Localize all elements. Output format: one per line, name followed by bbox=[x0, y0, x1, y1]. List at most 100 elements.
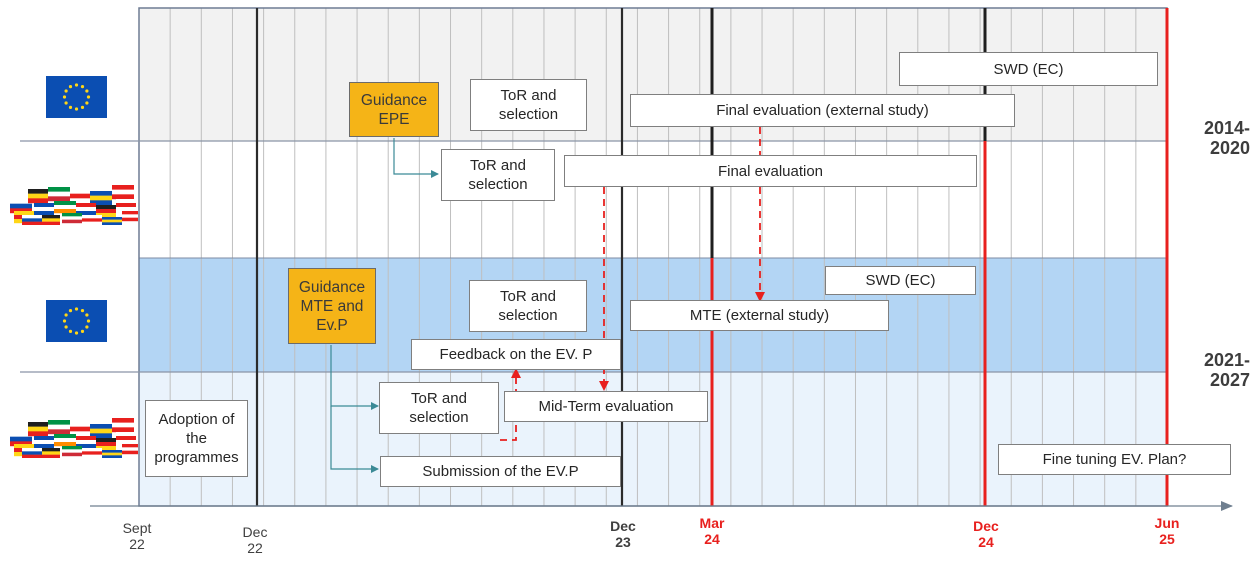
eu-flag-icon bbox=[46, 76, 107, 118]
x-label-line: Dec bbox=[973, 518, 999, 534]
eu-star bbox=[68, 105, 73, 109]
eu-star bbox=[74, 83, 79, 87]
flag-stripe bbox=[54, 205, 76, 210]
x-label-line: 25 bbox=[1159, 531, 1175, 547]
flag-stripe bbox=[122, 447, 138, 451]
flag-stripe bbox=[116, 199, 136, 204]
flag-stripe bbox=[54, 434, 76, 439]
tor-selection-ec-2014-box: ToR and selection bbox=[470, 79, 587, 131]
member-states-flags-icon bbox=[10, 181, 138, 226]
flag-stripe bbox=[96, 205, 116, 210]
flag-stripe bbox=[90, 424, 112, 429]
eu-star bbox=[86, 95, 91, 99]
tor-selection-ms-2014-box: ToR and selection bbox=[441, 149, 555, 201]
final-evaluation-external-box: Final evaluation (external study) bbox=[630, 94, 1015, 127]
x-label-line: Sept bbox=[122, 520, 152, 536]
flag-stripe bbox=[34, 444, 54, 449]
x-label-line: Mar bbox=[699, 515, 725, 531]
flag-stripe bbox=[102, 222, 122, 226]
eu-star bbox=[64, 89, 68, 93]
feedback-evp-box: Feedback on the EV. P bbox=[411, 339, 621, 370]
flag-stripe bbox=[102, 455, 122, 459]
member-states-flags-graphic bbox=[10, 418, 138, 459]
member-states-flags-icon bbox=[10, 414, 138, 459]
flag-stripe bbox=[82, 454, 102, 459]
flag-stripe bbox=[28, 431, 48, 437]
flag-stripe bbox=[112, 418, 134, 423]
eu-flag-graphic bbox=[46, 76, 107, 118]
adoption-programmes-box: Adoption of the programmes bbox=[145, 400, 248, 477]
flag-stripe bbox=[70, 422, 90, 427]
flag-stripe bbox=[76, 207, 96, 212]
flag-stripe bbox=[102, 217, 122, 220]
period-label-2014-2020: 2014- 2020 bbox=[1160, 118, 1250, 158]
guidance-epe-box: Guidance EPE bbox=[349, 82, 439, 137]
tor-selection-ms-2021-box: ToR and selection bbox=[379, 382, 499, 434]
mte-external-box: MTE (external study) bbox=[630, 300, 889, 331]
flag-stripe bbox=[112, 194, 134, 200]
connector-guidance-epe-to-tor bbox=[393, 138, 439, 178]
x-label-dec-22: Dec 22 bbox=[230, 524, 280, 556]
flag-stripe bbox=[14, 211, 34, 216]
eu-star bbox=[64, 313, 68, 317]
x-label-sept-22: Sept 22 bbox=[112, 520, 162, 552]
flag-stripe bbox=[96, 442, 116, 447]
final-evaluation-box: Final evaluation bbox=[564, 155, 977, 187]
x-label-dec-23: Dec 23 bbox=[598, 518, 648, 550]
flag-stripe bbox=[42, 454, 60, 459]
period-label-line: 2014- bbox=[1203, 118, 1250, 138]
flag-stripe bbox=[28, 422, 48, 427]
flag-stripe bbox=[48, 191, 70, 197]
flag-stripe bbox=[116, 440, 136, 445]
flag-stripe bbox=[48, 187, 70, 192]
flag-stripe bbox=[112, 189, 134, 195]
mid-term-evaluation-box: Mid-Term evaluation bbox=[504, 391, 708, 422]
eu-star bbox=[85, 89, 89, 93]
flag-stripe bbox=[62, 216, 82, 220]
flag-stripe bbox=[82, 448, 102, 452]
flag-stripe bbox=[122, 217, 138, 222]
x-label-jun-25: Jun 25 bbox=[1142, 515, 1192, 547]
eu-star bbox=[64, 325, 68, 329]
x-label-dec-24: Dec 24 bbox=[961, 518, 1011, 550]
eu-star bbox=[74, 331, 79, 335]
flag-stripe bbox=[34, 207, 54, 212]
eu-star bbox=[68, 309, 73, 313]
flag-stripe bbox=[122, 444, 138, 448]
flag-stripe bbox=[42, 218, 60, 222]
eu-star bbox=[74, 107, 79, 111]
flag-stripe bbox=[62, 449, 82, 453]
eu-star bbox=[85, 325, 89, 329]
flag-stripe bbox=[54, 438, 76, 443]
flag-stripe bbox=[10, 432, 32, 437]
flag-stripe bbox=[34, 211, 54, 216]
flag-stripe bbox=[122, 450, 138, 455]
period-label-2021-2027: 2021- 2027 bbox=[1160, 350, 1250, 390]
flag-stripe bbox=[54, 201, 76, 206]
flag-stripe bbox=[102, 450, 122, 453]
flag-stripe bbox=[22, 215, 42, 219]
swd-ec-2021-box: SWD (EC) bbox=[825, 266, 976, 295]
flag-stripe bbox=[112, 427, 134, 433]
flag-stripe bbox=[70, 193, 90, 199]
flag-stripe bbox=[22, 448, 42, 452]
eu-star bbox=[86, 319, 91, 323]
flag-stripe bbox=[122, 211, 138, 215]
x-label-line: 24 bbox=[978, 534, 994, 550]
flag-stripe bbox=[42, 221, 60, 226]
flag-stripe bbox=[10, 203, 32, 209]
flag-stripe bbox=[22, 451, 42, 455]
flag-stripe bbox=[42, 451, 60, 455]
member-states-flags-graphic bbox=[10, 185, 138, 226]
flag-stripe bbox=[82, 451, 102, 455]
flag-stripe bbox=[112, 185, 134, 190]
flag-stripe bbox=[76, 211, 96, 216]
flag-stripe bbox=[96, 438, 116, 443]
flag-stripe bbox=[116, 432, 136, 437]
flag-stripe bbox=[62, 452, 82, 457]
x-label-mar-24: Mar 24 bbox=[687, 515, 737, 547]
flag-stripe bbox=[10, 441, 32, 447]
eu-star bbox=[74, 307, 79, 311]
x-label-line: Jun bbox=[1154, 515, 1180, 531]
flag-stripe bbox=[116, 207, 136, 212]
